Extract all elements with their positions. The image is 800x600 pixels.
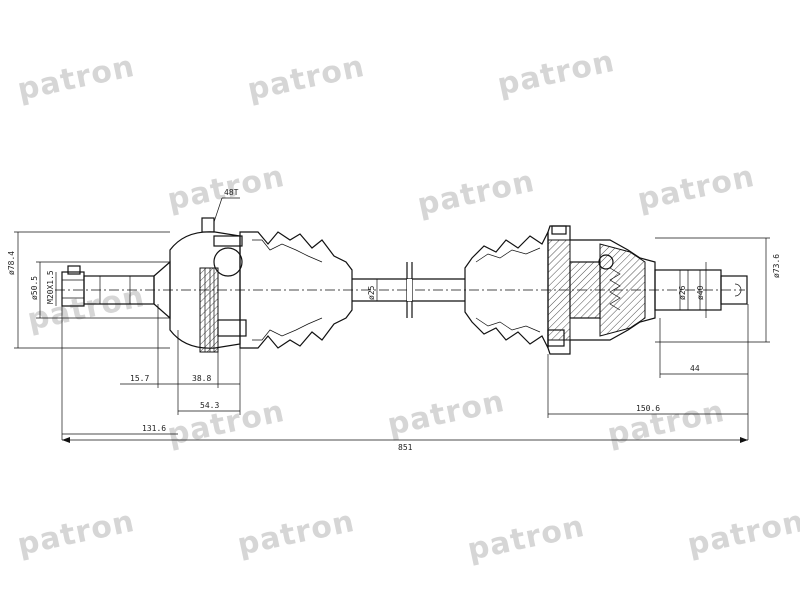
- watermark: patron: [494, 44, 618, 103]
- dim-abs-teeth: 48T: [224, 188, 239, 197]
- outer-cv-joint: [61, 217, 247, 353]
- dim-d-right-26: ø26: [678, 285, 687, 300]
- outer-boot: [239, 231, 353, 349]
- dim-d-right-40: ø40: [696, 285, 705, 300]
- dim-d-shaft: ø25: [367, 285, 376, 300]
- tripod-roller: [598, 254, 614, 270]
- housing-ring-marker: [547, 329, 565, 347]
- dim-d-flange-left: ø50.5: [30, 276, 39, 300]
- watermark: patron: [384, 384, 508, 443]
- watermark: patron: [414, 164, 538, 223]
- dim-thread: M20X1.5: [46, 270, 55, 304]
- abs-tooth-marker: [201, 217, 215, 233]
- cv-ball: [213, 247, 243, 277]
- stub-nut: [67, 265, 81, 275]
- watermark: patron: [24, 279, 148, 338]
- main-shaft: [352, 262, 465, 318]
- dim-len-150-6: 150.6: [636, 404, 660, 413]
- inner-tripod-housing: [547, 225, 656, 355]
- watermark: patron: [14, 49, 138, 108]
- dim-d-outer-right: ø73.6: [772, 254, 781, 278]
- abs-ring: [199, 267, 219, 353]
- housing-spring: [609, 267, 621, 311]
- dim-len-54-3: 54.3: [200, 401, 219, 410]
- watermark: patron: [244, 49, 368, 108]
- dim-len-total: 851: [398, 443, 413, 452]
- watermark: patron: [464, 509, 588, 568]
- dim-len-15-7: 15.7: [130, 374, 149, 383]
- dim-len-131-6: 131.6: [142, 424, 166, 433]
- watermark: patron: [164, 394, 288, 453]
- watermark: patron: [14, 504, 138, 563]
- watermark: patron: [684, 504, 800, 563]
- dim-len-38-8: 38.8: [192, 374, 211, 383]
- dim-len-44: 44: [690, 364, 700, 373]
- watermark: patron: [604, 394, 728, 453]
- watermark: patron: [234, 504, 358, 563]
- watermark: patron: [634, 159, 758, 218]
- dim-d-outer-left: ø78.4: [7, 251, 16, 275]
